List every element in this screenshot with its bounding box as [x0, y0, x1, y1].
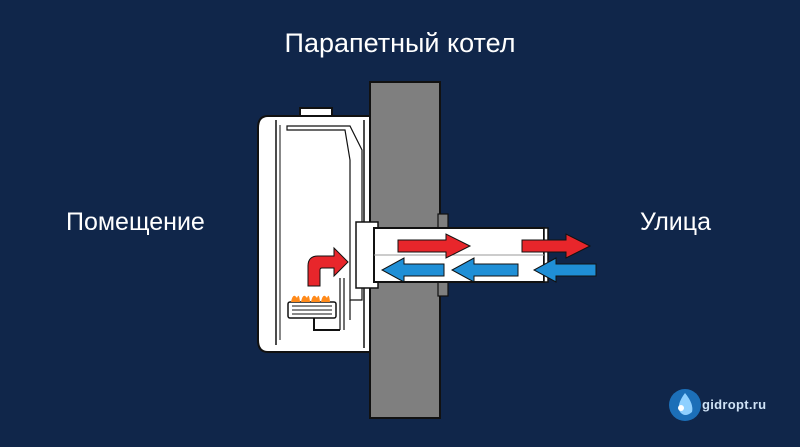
drop-logo-icon — [669, 389, 701, 421]
watermark-text: gidropt.ru — [702, 397, 767, 412]
room-label: Помещение — [66, 208, 205, 236]
burner — [287, 301, 340, 331]
flue-gas-arrows — [307, 233, 592, 287]
burner-flames — [291, 295, 330, 302]
fresh-air-arrows — [380, 257, 597, 283]
diagram-title: Парапетный котел — [284, 28, 516, 58]
street-label: Улица — [640, 208, 711, 236]
boiler-body — [257, 107, 371, 353]
